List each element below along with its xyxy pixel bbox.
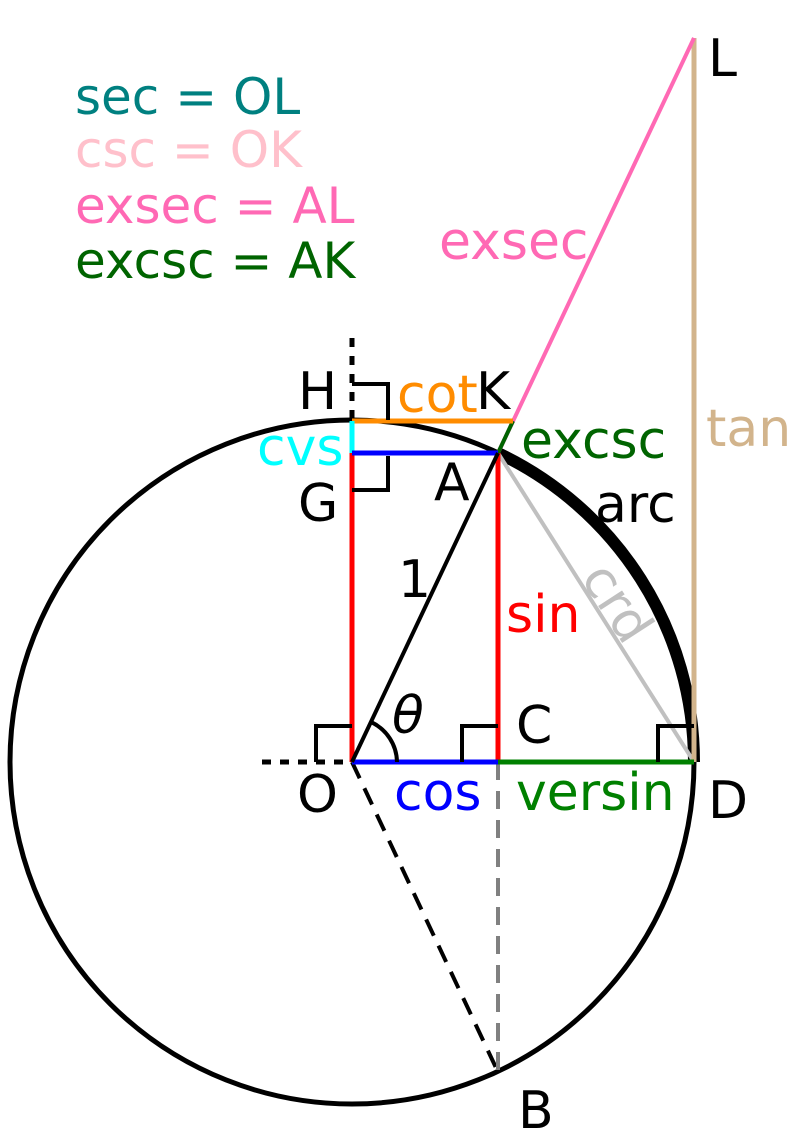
legend-exsec: exsec = AL [75,177,355,235]
sin-label: sin [506,585,581,645]
cot-label: cot [397,365,478,425]
cos-label: cos [394,763,482,823]
exsec-line [496,37,696,454]
right-angle-O [314,724,352,762]
theta-label: θ [392,686,424,746]
right-angle-G [352,456,390,492]
arc-label: arc [595,475,676,535]
legend: sec = OL csc = OK exsec = AL excsc = AK [75,68,357,290]
point-C: C [516,696,552,756]
radius-line [350,452,500,763]
point-B: B [518,1081,554,1135]
point-G: G [298,474,338,534]
point-O: O [297,765,338,825]
point-D: D [708,771,748,831]
point-A: A [434,453,470,513]
excsc-line [496,420,515,454]
right-angle-D [656,724,694,762]
legend-excsc: excsc = AK [75,232,357,290]
point-H: H [298,362,337,422]
point-L: L [708,29,737,89]
cvs-label: cvs [257,418,343,478]
legend-csc: csc = OK [75,121,303,179]
arc-segment [495,447,700,763]
tan-label: tan [706,399,791,459]
exsec-label: exsec [439,212,589,272]
excsc-label: excsc [521,411,666,471]
crd-label: crd [569,552,664,654]
crd-line [496,451,696,764]
point-K: K [476,362,512,422]
versin-label: versin [516,763,675,823]
radius-label: 1 [398,550,431,610]
right-angle-H [352,382,390,420]
legend-sec: sec = OL [75,68,300,126]
right-angle-C [460,724,498,762]
theta-angle-arc [370,720,399,763]
